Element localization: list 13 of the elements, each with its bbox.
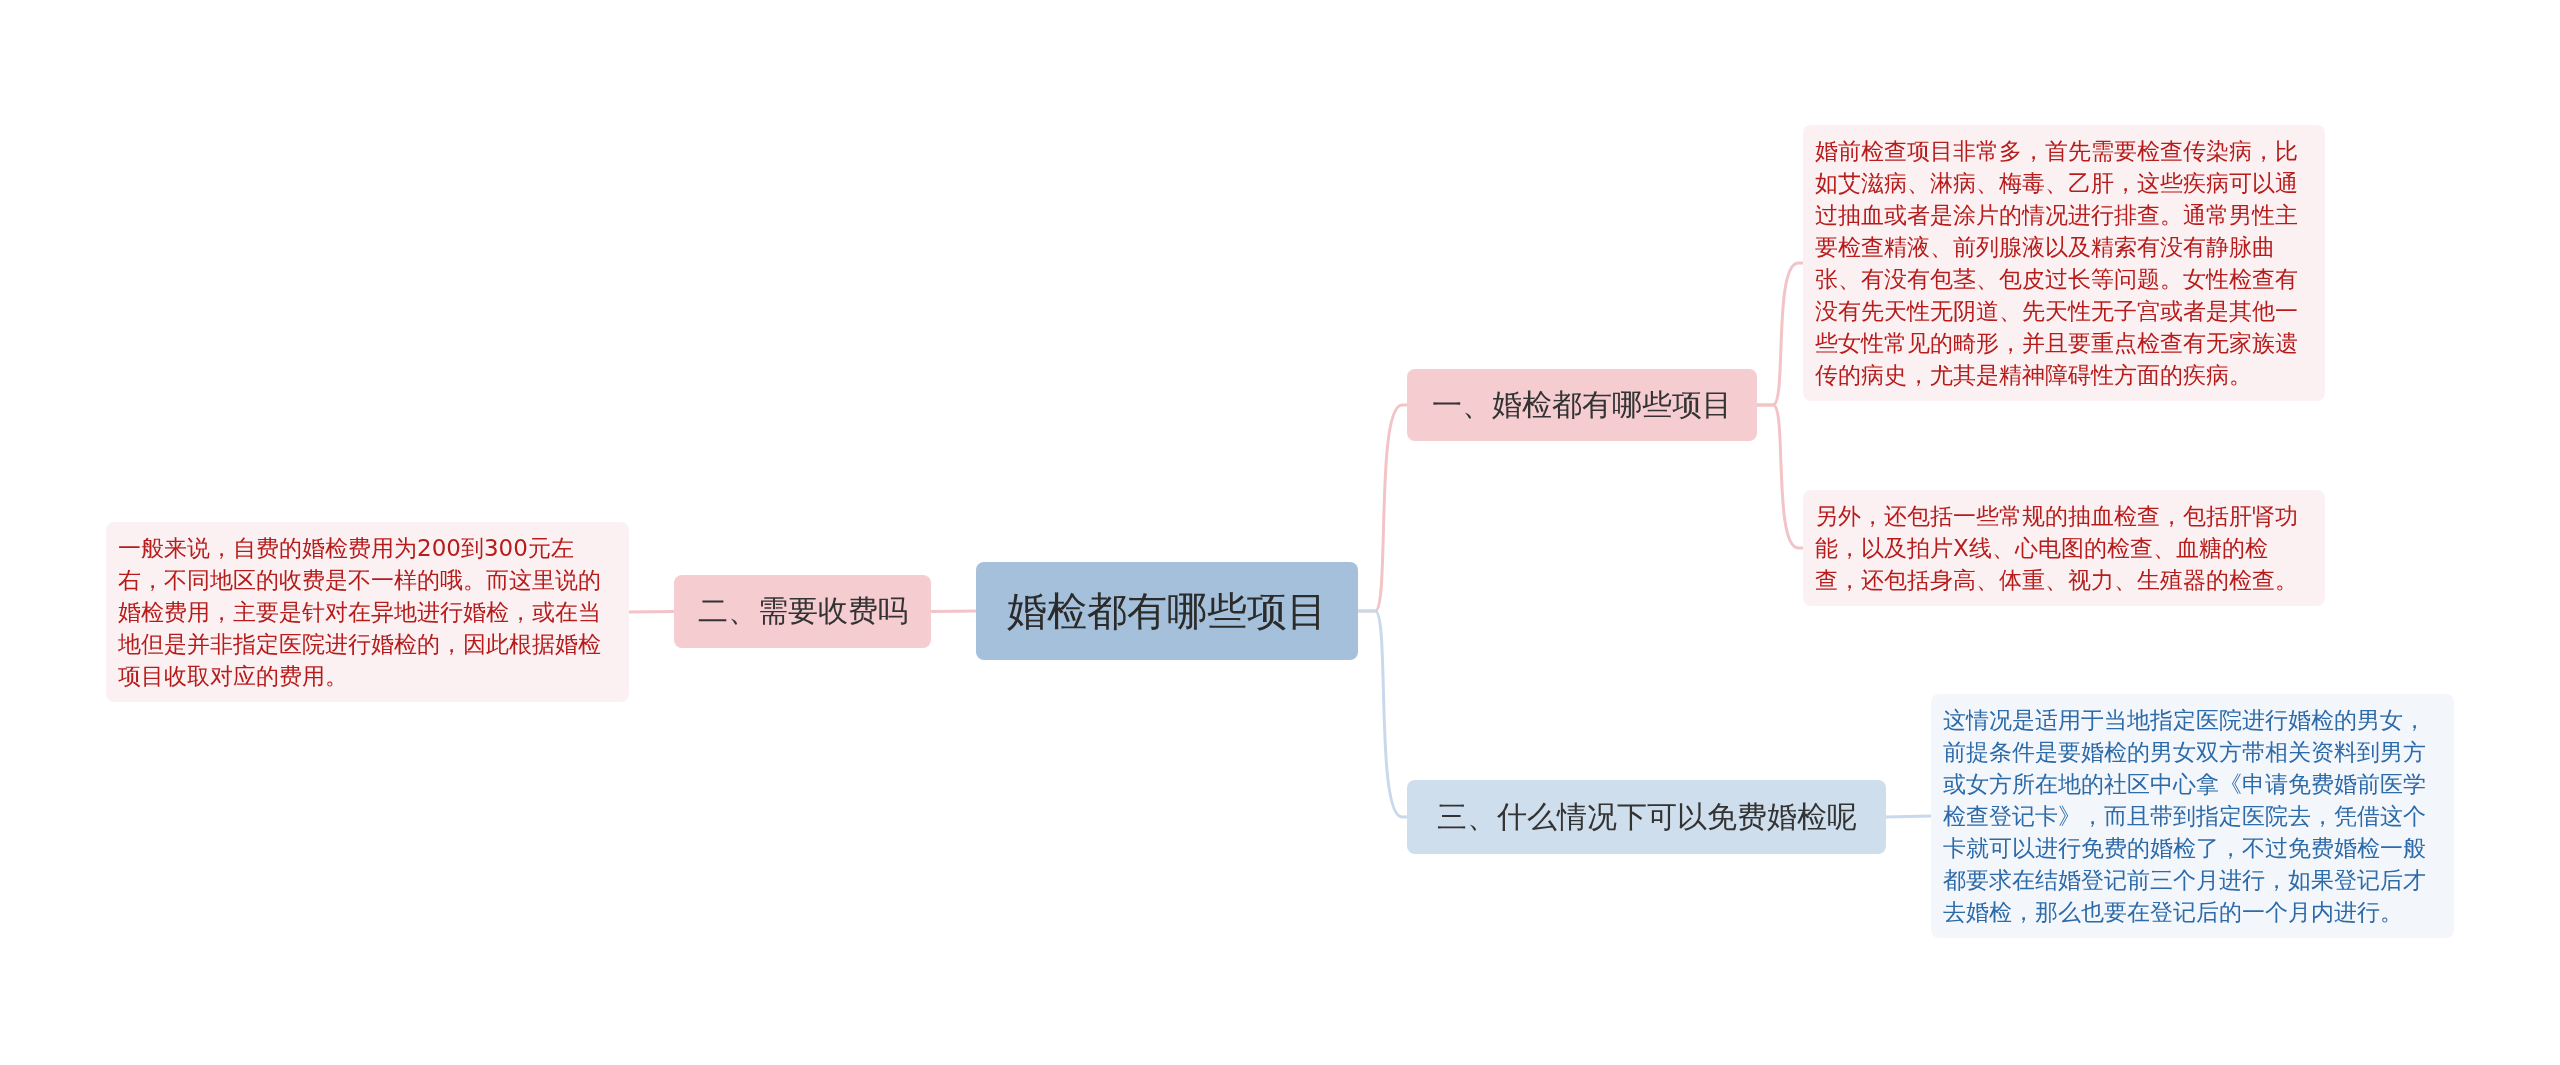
central-topic-box: 婚检都有哪些项目 xyxy=(976,562,1358,660)
note-box: 婚前检查项目非常多，首先需要检查传染病，比如艾滋病、淋病、梅毒、乙肝，这些疾病可以通过抽血或者是涂片的情况进行排查。通常男性主要检查精液、前列腺液以及精索有没有静脉曲张、有没有包茎、包皮过长等问题。女性检查有没有先天性无阴道、先天性无子宫或者是其他一些女性常见的畸形，并且要重点检查有无家族遗传的病史，尤其是精神障碍性方面的疾病。 xyxy=(1803,125,2325,401)
connector-line xyxy=(629,610,674,614)
note-box: 一般来说，自费的婚检费用为200到300元左右，不同地区的收费是不一样的哦。而这里说的婚检费用，主要是针对在异地进行婚检，或在当地但是并非指定医院进行婚检的，因此根据婚检项目收取对应的费用。 xyxy=(106,522,629,702)
branch-box: 三、什么情况下可以免费婚检呢 xyxy=(1407,780,1886,854)
connector-line xyxy=(931,609,976,613)
note-box: 这情况是适用于当地指定医院进行婚检的男女，前提条件是要婚检的男女双方带相关资料到男方或女方所在地的社区中心拿《申请免费婚前医学检查登记卡》，而且带到指定医院去，凭借这个卡就可以进行免费的婚检了，不过免费婚检一般都要求在结婚登记前三个月进行，如果登记后才去婚检，那么也要在登记后的一个月内进行。 xyxy=(1931,694,2454,938)
branch-box: 一、婚检都有哪些项目 xyxy=(1407,369,1757,441)
branch-box: 二、需要收费吗 xyxy=(674,575,931,648)
connector-line xyxy=(1757,403,1803,550)
connector-line xyxy=(1885,814,1932,819)
note-box: 另外，还包括一些常规的抽血检查，包括肝肾功能，以及拍片X线、心电图的检查、血糖的检查，还包括身高、体重、视力、生殖器的检查。 xyxy=(1803,490,2325,606)
connector-line xyxy=(1358,609,1407,819)
